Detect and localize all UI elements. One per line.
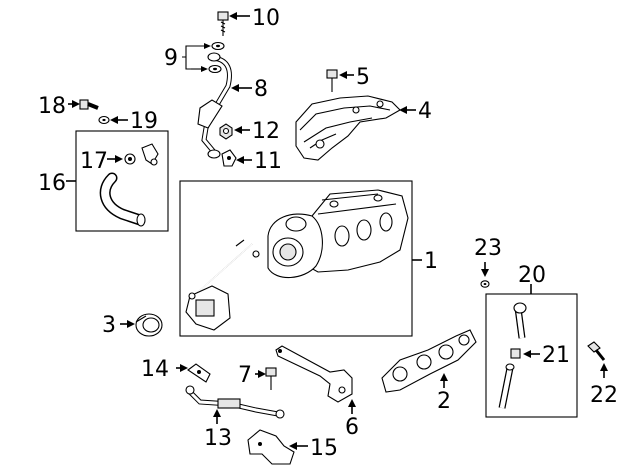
- callout-7: 7: [238, 363, 252, 388]
- callout-17: 17: [80, 149, 108, 174]
- turbocharger-1[interactable]: [185, 189, 409, 331]
- gasket-2[interactable]: [381, 329, 477, 393]
- bolt-5[interactable]: [326, 69, 338, 92]
- oil-feed-pipe-8[interactable]: [197, 52, 232, 159]
- group-box-1: [179, 180, 413, 337]
- bolt-18[interactable]: [79, 99, 99, 110]
- callout-3: 3: [102, 313, 116, 338]
- callout-20: 20: [518, 263, 546, 288]
- washer-19[interactable]: [98, 115, 110, 125]
- callout-13: 13: [204, 426, 232, 451]
- callout-5: 5: [356, 65, 370, 90]
- fitting-21[interactable]: [510, 348, 521, 359]
- clip-11[interactable]: [221, 149, 237, 167]
- callout-9: 9: [164, 46, 178, 71]
- callout-10: 10: [252, 6, 280, 31]
- callout-23: 23: [474, 236, 502, 261]
- bracket-15[interactable]: [247, 429, 295, 465]
- callout-1: 1: [424, 249, 438, 274]
- coolant-line-13[interactable]: [185, 385, 285, 419]
- nut-12[interactable]: [219, 123, 233, 140]
- callout-16: 16: [38, 171, 66, 196]
- callout-11: 11: [254, 149, 282, 174]
- washer-23[interactable]: [480, 280, 490, 288]
- callout-19: 19: [130, 109, 158, 134]
- callout-14: 14: [141, 357, 169, 382]
- bolt-10[interactable]: [217, 11, 229, 36]
- callout-4: 4: [418, 99, 432, 124]
- bolt-7[interactable]: [265, 367, 277, 390]
- clamp-17[interactable]: [124, 153, 136, 165]
- oil-return-hose-16[interactable]: [99, 143, 159, 227]
- bracket-9: [182, 45, 191, 70]
- callout-2: 2: [437, 389, 451, 414]
- fitting-14[interactable]: [187, 363, 211, 383]
- callout-21: 21: [542, 343, 570, 368]
- gasket-3[interactable]: [135, 313, 163, 337]
- leader-lines: [66, 12, 608, 450]
- heat-shield-4[interactable]: [295, 95, 401, 161]
- coolant-pipe-20[interactable]: [498, 302, 527, 409]
- callout-15: 15: [310, 436, 338, 461]
- callout-6: 6: [345, 415, 359, 440]
- callout-22: 22: [590, 383, 618, 408]
- callout-12: 12: [252, 119, 280, 144]
- callout-8: 8: [254, 77, 268, 102]
- bolt-22[interactable]: [587, 341, 606, 361]
- washers-9[interactable]: [208, 41, 225, 74]
- callout-18: 18: [38, 94, 66, 119]
- bracket-6[interactable]: [275, 345, 353, 403]
